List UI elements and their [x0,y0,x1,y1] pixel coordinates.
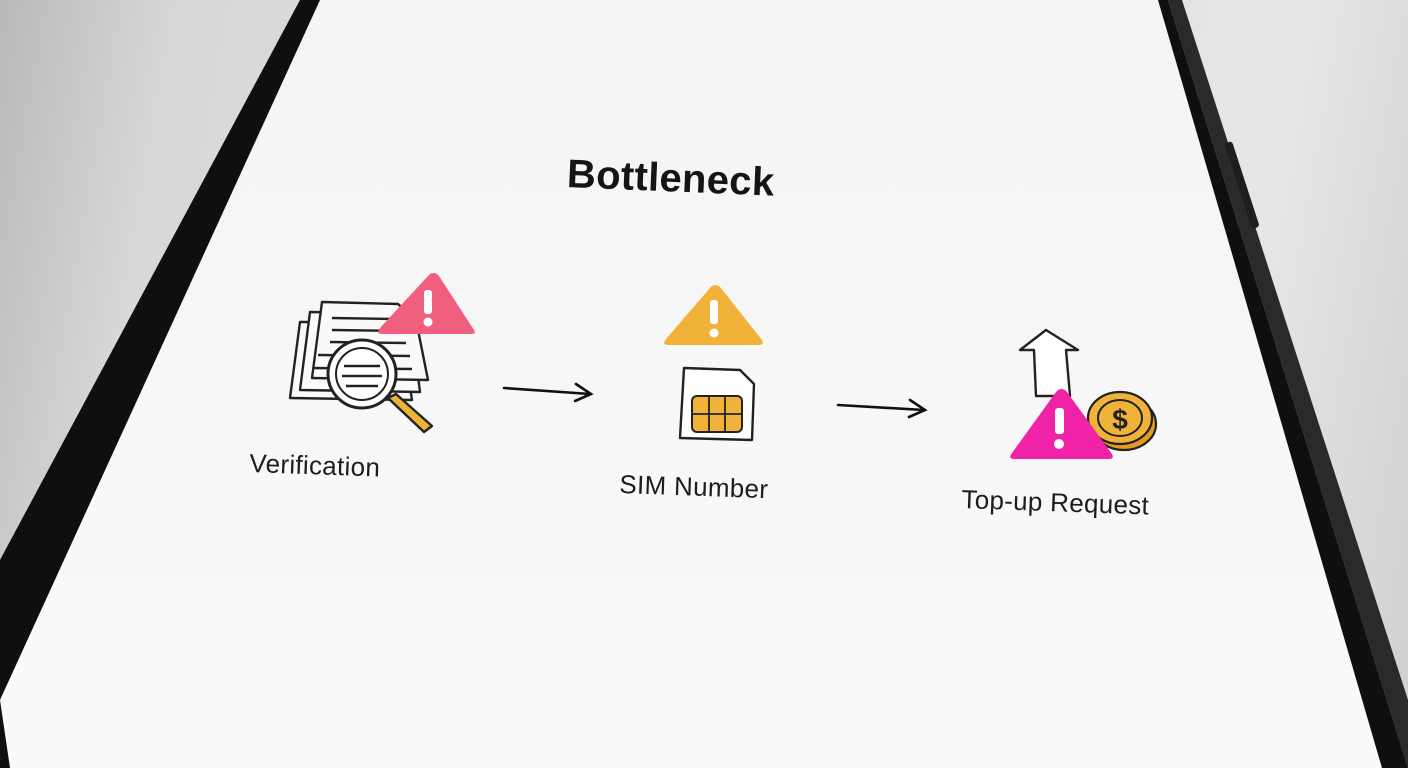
arrow-right-icon [836,398,928,419]
step-label-top-up-request: Top-up Request [960,484,1150,521]
coin-stack-icon: $ [1086,390,1158,452]
diagram-title: Bottleneck [566,152,776,205]
sim-card-icon [678,366,756,442]
svg-text:$: $ [1112,404,1128,435]
warning-icon [1010,389,1113,459]
arrow-up-icon [1018,328,1080,398]
step-label-sim-number: SIM Number [618,469,769,505]
arrow-right-icon [502,382,594,403]
step-label-verification: Verification [248,448,381,483]
warning-icon [664,285,763,345]
warning-icon [378,273,475,334]
